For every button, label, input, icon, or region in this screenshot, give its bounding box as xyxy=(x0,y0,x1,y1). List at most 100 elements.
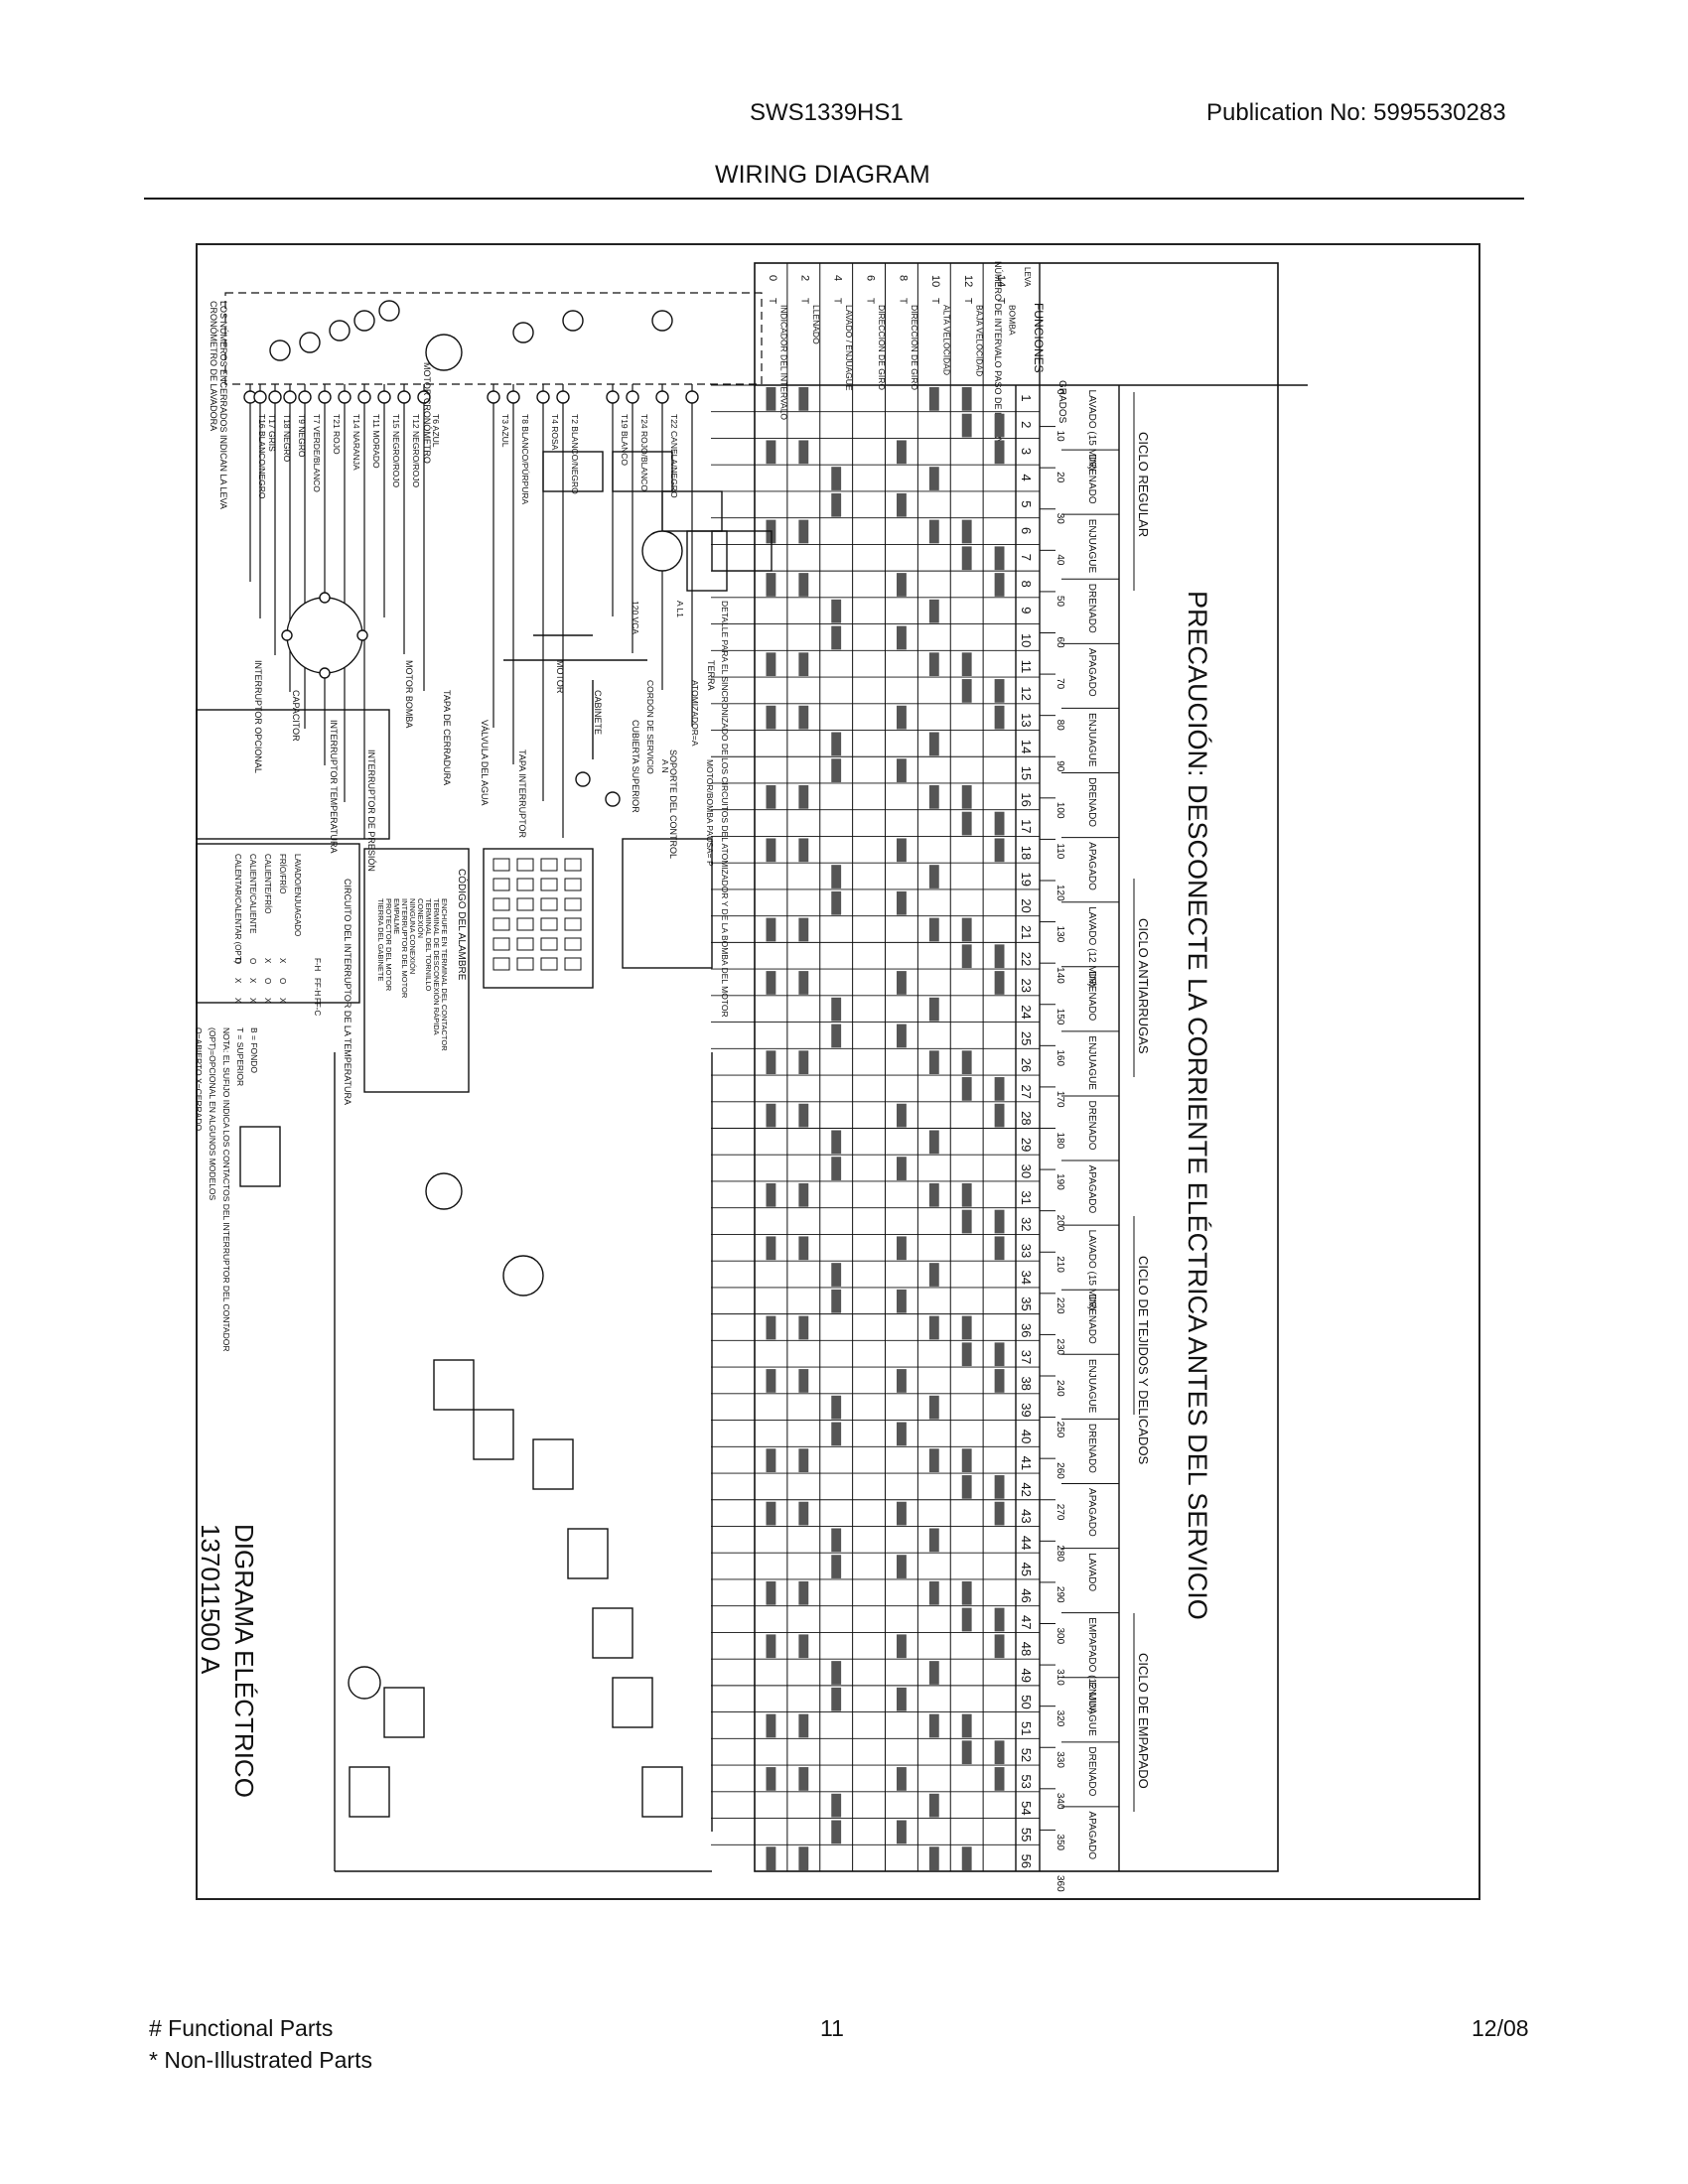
interval-number: 54 xyxy=(1019,1801,1034,1815)
interval-number: 10 xyxy=(1019,633,1034,647)
cam-bar xyxy=(994,1342,1005,1367)
cam-bar xyxy=(994,1103,1005,1128)
terminal xyxy=(685,390,699,404)
misc-label: A L1 xyxy=(675,601,685,617)
legend-item: INTERRUPTOR DEL MOTOR xyxy=(400,898,409,999)
degree-label: 220 xyxy=(1055,1297,1065,1314)
phase-label: LAVADO (12 MIN) xyxy=(1086,906,1097,987)
cam-bar xyxy=(928,1846,939,1870)
phase-label: DRENADO xyxy=(1086,1295,1097,1344)
cam-bar xyxy=(766,1580,776,1605)
cam-bar xyxy=(798,1050,809,1075)
cam-bar xyxy=(798,1501,809,1526)
terminal xyxy=(626,390,639,404)
cam-bar xyxy=(928,865,939,888)
cam-bar xyxy=(798,387,809,411)
terminal xyxy=(377,390,391,404)
cam-bar xyxy=(928,599,939,623)
cam-bar xyxy=(994,944,1005,969)
cam-bar xyxy=(766,652,776,677)
legend-item: ENCHUFE EN TERMINAL DEL CONTACTOR xyxy=(440,898,449,1051)
terminal xyxy=(487,390,500,404)
degree-label: 110 xyxy=(1055,843,1065,859)
terminal xyxy=(397,390,411,404)
cam-bar xyxy=(897,1024,907,1048)
footer-functional-parts: # Functional Parts xyxy=(149,2015,334,2041)
cam-bar xyxy=(897,1555,907,1578)
cam-circle xyxy=(512,322,534,343)
wire-label: T15 NEGRO/ROJO xyxy=(391,414,401,488)
degree-label: 50 xyxy=(1055,596,1065,608)
degree-label: 40 xyxy=(1055,554,1065,566)
terminal xyxy=(556,390,570,404)
phase-label: DRENADO xyxy=(1086,971,1097,1021)
leva-number: 2 xyxy=(799,275,811,281)
footer-date: 12/08 xyxy=(1472,2015,1529,2041)
legend-item: PROTECTOR DEL MOTOR xyxy=(384,898,393,992)
degree-label: 80 xyxy=(1055,720,1065,732)
cam-bar xyxy=(798,1634,809,1659)
cam-bar xyxy=(928,519,939,544)
cam-bar xyxy=(798,573,809,597)
function-label: BOMBA xyxy=(1007,305,1017,336)
cam-bar xyxy=(798,440,809,465)
connector-pin xyxy=(564,897,582,911)
interval-number: 8 xyxy=(1019,580,1034,587)
leva-number: 0 xyxy=(767,275,778,281)
misc-label: DETALLE PARA EL SINCRONIZADO DE LOS CIRC… xyxy=(720,601,730,1018)
cam-bar xyxy=(831,1820,842,1844)
degree-label: 210 xyxy=(1055,1256,1065,1273)
interval-number: 1 xyxy=(1019,394,1034,401)
title-rule xyxy=(144,198,1524,200)
phase-label: ENJUAGUE xyxy=(1086,1359,1097,1414)
cam-bar xyxy=(928,1448,939,1473)
degree-label: 140 xyxy=(1055,967,1065,984)
cam-bar xyxy=(961,1475,972,1499)
cam-bar xyxy=(766,838,776,863)
interval-number: 55 xyxy=(1019,1828,1034,1842)
interval-number: 35 xyxy=(1019,1297,1034,1310)
note: NOTA: EL SUFIJO INDICA LOS CONTACTOS DEL… xyxy=(221,1027,231,1352)
interval-number: 52 xyxy=(1019,1748,1034,1762)
interval-number: 27 xyxy=(1019,1084,1034,1098)
cam-bar xyxy=(897,705,907,730)
cam-bar xyxy=(994,705,1005,730)
timing-detail xyxy=(622,838,713,969)
legend-item: EMPALME xyxy=(392,898,401,934)
cam-bar xyxy=(798,519,809,544)
phase-label: DRENADO xyxy=(1086,1101,1097,1151)
cam-bar xyxy=(798,784,809,809)
connector-pin xyxy=(564,878,582,891)
schematic-lines xyxy=(196,292,773,1872)
temp-table-cell: X xyxy=(278,958,287,964)
cam-bar xyxy=(766,1767,776,1791)
degree-header: GRADOS xyxy=(1056,380,1067,424)
leva-number: 14 xyxy=(995,275,1007,287)
leva-number: 6 xyxy=(864,275,876,281)
component-box xyxy=(612,1677,653,1728)
terminal xyxy=(536,390,550,404)
connector-pin xyxy=(516,957,534,971)
component-label: INTERRUPTOR DE PRESIÓN xyxy=(366,750,376,872)
temp-table-cell: O xyxy=(248,958,257,964)
cam-bar xyxy=(897,838,907,863)
temp-table-header: F-H xyxy=(313,958,322,972)
cam-bar xyxy=(928,467,939,490)
cam-bar xyxy=(897,890,907,915)
cam-bar xyxy=(831,1157,842,1180)
cam-bar xyxy=(961,679,972,703)
cam-bar xyxy=(994,546,1005,571)
contact-letter: T xyxy=(897,298,908,304)
cam-bar xyxy=(766,1103,776,1128)
cam-bar xyxy=(831,732,842,756)
cam-bar xyxy=(897,440,907,465)
cam-bar xyxy=(961,546,972,571)
temp-table-cell: X xyxy=(263,998,272,1004)
interval-number: 41 xyxy=(1019,1456,1034,1470)
interval-number: 21 xyxy=(1019,925,1034,939)
cam-bar xyxy=(798,838,809,863)
degree-label: 240 xyxy=(1055,1380,1065,1397)
cam-bar xyxy=(928,1130,939,1155)
page-title: WIRING DIAGRAM xyxy=(715,161,930,189)
timer-motor-circle xyxy=(425,334,463,371)
